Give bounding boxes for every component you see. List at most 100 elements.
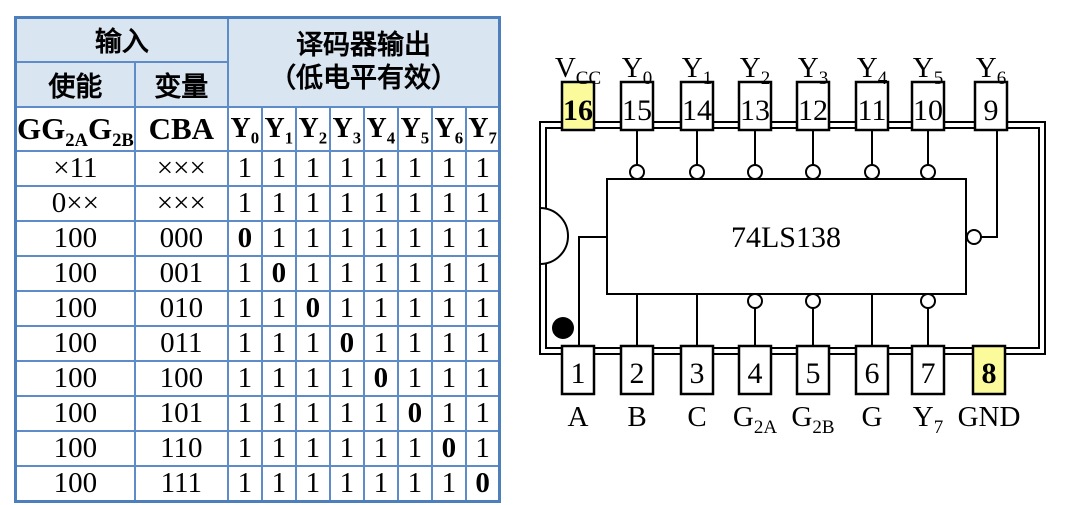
header-variable: 变量 bbox=[133, 60, 229, 108]
output-y4-value: 0 bbox=[362, 359, 399, 397]
output-y1-value: 1 bbox=[260, 359, 297, 397]
header-enable-signals: GG2AG2B bbox=[14, 105, 136, 152]
enable-value: 100 bbox=[14, 219, 136, 257]
output-y2-value: 1 bbox=[294, 149, 331, 187]
bubble-y5 bbox=[920, 164, 936, 180]
output-y4-value: 1 bbox=[362, 184, 399, 222]
output-y6-value: 1 bbox=[430, 289, 467, 327]
output-y0-value: 1 bbox=[226, 429, 263, 467]
pin-label-5: G2B bbox=[791, 401, 834, 438]
output-y1-value: 1 bbox=[260, 289, 297, 327]
output-y6-value: 0 bbox=[430, 429, 467, 467]
header-enable: 使能 bbox=[14, 60, 136, 108]
output-y1-value: 1 bbox=[260, 394, 297, 432]
pin-label-16: VCC bbox=[555, 52, 601, 89]
output-y1-value: 1 bbox=[260, 149, 297, 187]
variable-value: 000 bbox=[133, 219, 229, 257]
pin-label-1: A bbox=[568, 401, 589, 433]
pin-number-9: 9 bbox=[984, 94, 999, 127]
output-y1-value: 1 bbox=[260, 464, 297, 502]
output-y1-value: 1 bbox=[260, 429, 297, 467]
pin-box-8 bbox=[971, 344, 1007, 396]
pin-box-11 bbox=[854, 80, 890, 132]
output-y4-value: 1 bbox=[362, 429, 399, 467]
output-y5-value: 1 bbox=[396, 324, 433, 362]
output-y4-value: 1 bbox=[362, 464, 399, 502]
variable-value: 001 bbox=[133, 254, 229, 292]
output-y6-value: 1 bbox=[430, 149, 467, 187]
output-y5-value: 1 bbox=[396, 254, 433, 292]
header-output-line2: （低电平有效） bbox=[269, 63, 459, 94]
output-y3-value: 1 bbox=[328, 149, 365, 187]
ic-pin-diagram-svg: 74LS138 bbox=[539, 52, 1046, 438]
pin-box-4 bbox=[737, 344, 773, 396]
output-y0-value: 1 bbox=[226, 324, 263, 362]
output-y2-value: 1 bbox=[294, 324, 331, 362]
bubble-y4 bbox=[864, 164, 880, 180]
enable-value: 100 bbox=[14, 324, 136, 362]
output-y4-value: 1 bbox=[362, 254, 399, 292]
output-y7-value: 1 bbox=[464, 219, 501, 257]
output-y2-value: 1 bbox=[294, 429, 331, 467]
output-y6-value: 1 bbox=[430, 184, 467, 222]
enable-value: 100 bbox=[14, 254, 136, 292]
output-y0-value: 1 bbox=[226, 464, 263, 502]
output-y6-value: 1 bbox=[430, 219, 467, 257]
output-y4-value: 1 bbox=[362, 394, 399, 432]
output-y6-value: 1 bbox=[430, 394, 467, 432]
enable-value: 0×× bbox=[14, 184, 136, 222]
wire-a bbox=[578, 236, 607, 346]
pin-box-13 bbox=[737, 80, 773, 132]
output-y0-value: 1 bbox=[226, 254, 263, 292]
pin-label-13: Y2 bbox=[740, 52, 770, 89]
output-y5-value: 0 bbox=[396, 394, 433, 432]
pin-label-8: GND bbox=[958, 401, 1021, 433]
enable-value: 100 bbox=[14, 464, 136, 502]
output-y3-value: 1 bbox=[328, 219, 365, 257]
pin-number-13: 13 bbox=[740, 94, 770, 127]
pin-box-15 bbox=[619, 80, 655, 132]
pin-number-14: 14 bbox=[682, 94, 712, 127]
header-y6: Y6 bbox=[430, 105, 467, 152]
pin-number-4: 4 bbox=[748, 357, 763, 390]
chip-label: 74LS138 bbox=[731, 221, 841, 254]
pin-label-3: C bbox=[687, 401, 706, 433]
output-y5-value: 1 bbox=[396, 219, 433, 257]
output-y0-value: 1 bbox=[226, 289, 263, 327]
pin-box-7 bbox=[910, 344, 946, 396]
output-y4-value: 1 bbox=[362, 149, 399, 187]
pin-box-9 bbox=[973, 80, 1009, 132]
pin-label-9: Y6 bbox=[976, 52, 1006, 89]
pin-number-16: 16 bbox=[563, 94, 593, 127]
output-y5-value: 1 bbox=[396, 359, 433, 397]
header-y5: Y5 bbox=[396, 105, 433, 152]
output-y1-value: 1 bbox=[260, 324, 297, 362]
header-y4: Y4 bbox=[362, 105, 399, 152]
output-y3-value: 0 bbox=[328, 324, 365, 362]
output-y0-value: 1 bbox=[226, 184, 263, 222]
pin-label-4: G2A bbox=[733, 401, 777, 438]
package-notch bbox=[539, 206, 569, 266]
pin-number-11: 11 bbox=[858, 94, 887, 127]
pins-layer: 16VCC15Y014Y113Y212Y311Y410Y59Y61A2B3C4G… bbox=[555, 52, 1021, 438]
variable-value: ××× bbox=[133, 184, 229, 222]
output-y0-value: 0 bbox=[226, 219, 263, 257]
pin-number-3: 3 bbox=[690, 357, 705, 390]
output-y5-value: 1 bbox=[396, 184, 433, 222]
enable-value: 100 bbox=[14, 394, 136, 432]
pin-label-2: B bbox=[627, 401, 646, 433]
variable-value: 100 bbox=[133, 359, 229, 397]
pin-number-7: 7 bbox=[921, 357, 936, 390]
header-y1: Y1 bbox=[260, 105, 297, 152]
pin-box-12 bbox=[795, 80, 831, 132]
pin-box-1 bbox=[560, 344, 596, 396]
output-y4-value: 1 bbox=[362, 289, 399, 327]
output-y0-value: 1 bbox=[226, 359, 263, 397]
output-y7-value: 1 bbox=[464, 289, 501, 327]
pin-label-15: Y0 bbox=[622, 52, 652, 89]
enable-value: 100 bbox=[14, 289, 136, 327]
